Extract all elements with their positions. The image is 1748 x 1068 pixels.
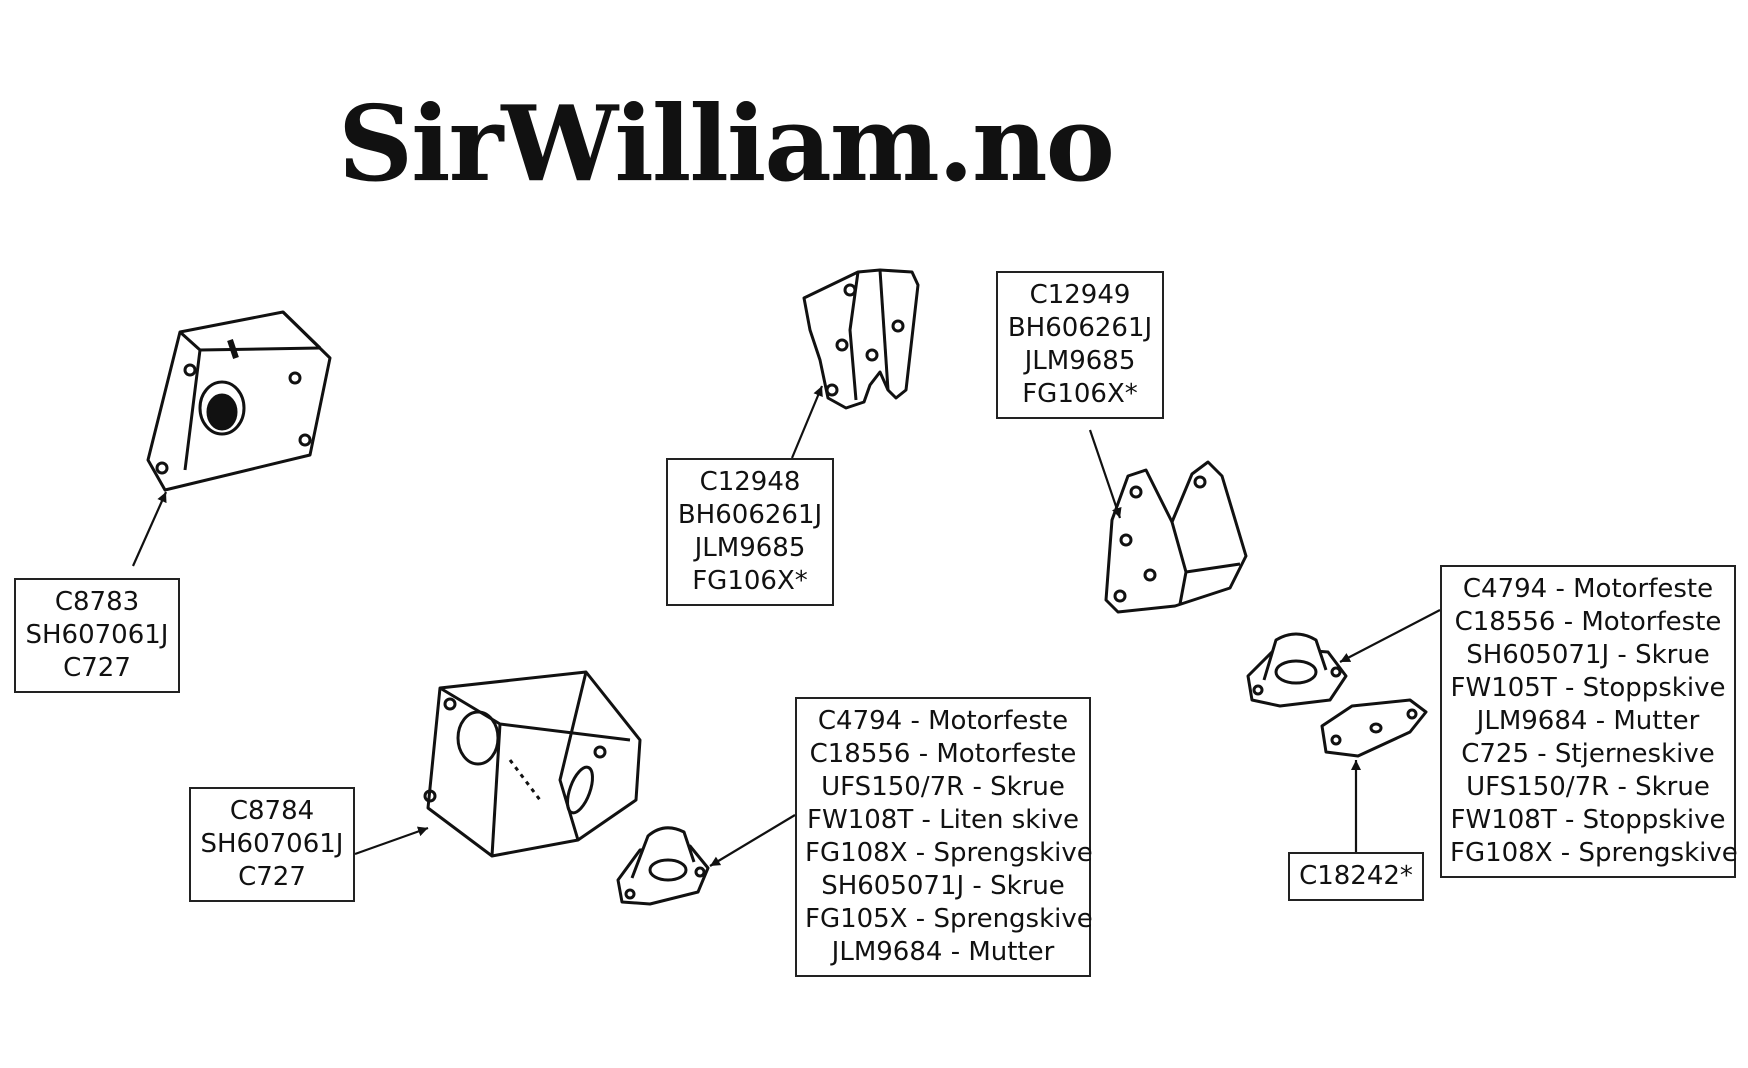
label-line: C18242* <box>1299 861 1413 891</box>
label-line: JLM9684 - Mutter <box>1476 706 1700 736</box>
site-logo: SirWilliam.no <box>338 82 1115 205</box>
label-line: C12949 <box>1029 280 1131 310</box>
label-line: JLM9684 - Mutter <box>831 937 1055 967</box>
label-line: C8783 <box>54 587 140 617</box>
part-c18242-plate <box>1320 698 1428 758</box>
label-line: C18556 - Motorfeste <box>1454 607 1722 637</box>
part-c8784-bracket <box>423 670 642 858</box>
label-line: FG108X - Sprengskive <box>1450 838 1738 868</box>
label-line: FG106X* <box>692 566 808 596</box>
label-line: C4794 - Motorfeste <box>817 706 1069 736</box>
label-line: SH605071J - Skrue <box>1466 640 1710 670</box>
part-engine-mount-right <box>1246 632 1348 708</box>
label-c12948: C12948 BH606261J JLM9685 FG106X* <box>666 458 834 606</box>
part-c8783-bracket <box>146 310 332 492</box>
label-line: FG105X - Sprengskive <box>805 904 1093 934</box>
label-line: C12948 <box>699 467 801 497</box>
label-line: FG108X - Sprengskive <box>805 838 1093 868</box>
label-line: C727 <box>238 862 306 892</box>
label-line: UFS150/7R - Skrue <box>821 772 1065 802</box>
label-line: JLM9685 <box>1024 346 1136 376</box>
leader-arrow-mount-right <box>1339 609 1441 663</box>
part-c12949-bracket <box>1104 460 1248 614</box>
label-c12949: C12949 BH606261J JLM9685 FG106X* <box>996 271 1164 419</box>
part-c12948-bracket <box>802 268 920 410</box>
label-line: C8784 <box>229 796 315 826</box>
label-c18242: C18242* <box>1288 852 1424 901</box>
label-line: FG106X* <box>1022 379 1138 409</box>
label-line: FW108T - Stoppskive <box>1450 805 1726 835</box>
label-line: FW105T - Stoppskive <box>1450 673 1726 703</box>
leader-arrow-c8784 <box>354 826 429 856</box>
label-line: SH605071J - Skrue <box>821 871 1065 901</box>
label-line: BH606261J <box>1007 313 1153 343</box>
label-engine-mount-left: C4794 - Motorfeste C18556 - Motorfeste U… <box>795 697 1093 977</box>
label-line: SH607061J <box>25 620 169 650</box>
label-line: UFS150/7R - Skrue <box>1466 772 1710 802</box>
leader-arrow-c12949 <box>1088 429 1122 519</box>
leader-arrow-c12948 <box>790 385 824 459</box>
label-line: C727 <box>63 653 131 683</box>
leader-arrow-c8783 <box>131 491 168 567</box>
leader-arrow-mount-left <box>709 814 796 867</box>
label-line: C18556 - Motorfeste <box>809 739 1077 769</box>
part-engine-mount-left <box>616 826 710 906</box>
label-engine-mount-right: C4794 - Motorfeste C18556 - Motorfeste S… <box>1440 565 1738 878</box>
label-line: BH606261J <box>677 500 823 530</box>
label-line: C4794 - Motorfeste <box>1462 574 1714 604</box>
label-c8784: C8784 SH607061J C727 <box>189 787 355 902</box>
label-line: JLM9685 <box>694 533 806 563</box>
label-c8783: C8783 SH607061J C727 <box>14 578 180 693</box>
label-line: C725 - Stjerneskive <box>1461 739 1715 769</box>
label-line: FW108T - Liten skive <box>807 805 1079 835</box>
label-line: SH607061J <box>200 829 344 859</box>
